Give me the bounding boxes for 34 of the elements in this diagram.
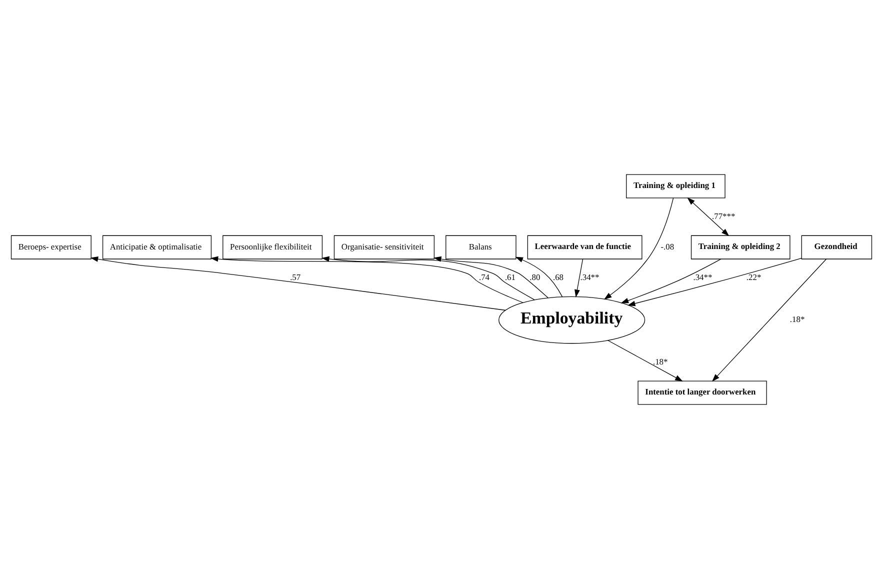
- arrow: [515, 256, 563, 298]
- edge-label: .57: [290, 272, 301, 282]
- arrow: [712, 258, 827, 382]
- edge-label: .34**: [580, 272, 600, 282]
- edge-label: .77***: [712, 211, 736, 221]
- node-box: Anticipatie & optimalisatie: [102, 235, 212, 260]
- edge-label: .18*: [790, 314, 805, 324]
- edge-label: .68: [552, 272, 564, 282]
- arrow: [433, 256, 548, 298]
- edge-label: .18*: [652, 356, 668, 366]
- node-box: Beroeps- expertise: [10, 235, 92, 260]
- node-box: Organisatie- sensitiviteit: [334, 235, 435, 260]
- node-box: Training & opleiding 1: [626, 174, 726, 198]
- arrow: [90, 256, 506, 311]
- node-box: Persoonlijke flexibiliteit: [222, 235, 323, 260]
- edge-label: .80: [530, 272, 540, 282]
- edge-label: .34**: [693, 272, 712, 282]
- arrow: [321, 256, 535, 300]
- node-box: Intentie tot langer doorwerken: [638, 380, 767, 405]
- arrow: [620, 258, 722, 304]
- arrow: [604, 198, 674, 300]
- node-box: Gezondheid: [801, 235, 872, 260]
- arrow: [574, 258, 584, 298]
- node-box: Leerwaarde van de functie: [527, 235, 642, 260]
- arrow: [608, 340, 683, 382]
- arrow: [627, 258, 802, 306]
- arrow: [687, 198, 730, 236]
- node-box: Training & opleiding 2: [690, 235, 790, 260]
- node-box: Balans: [446, 235, 516, 260]
- edge-label: .61: [504, 272, 516, 282]
- edge-label: -.08: [660, 242, 674, 252]
- edge-label: .22*: [746, 272, 762, 282]
- arrow: [210, 256, 524, 303]
- edge-label: .74: [478, 272, 490, 282]
